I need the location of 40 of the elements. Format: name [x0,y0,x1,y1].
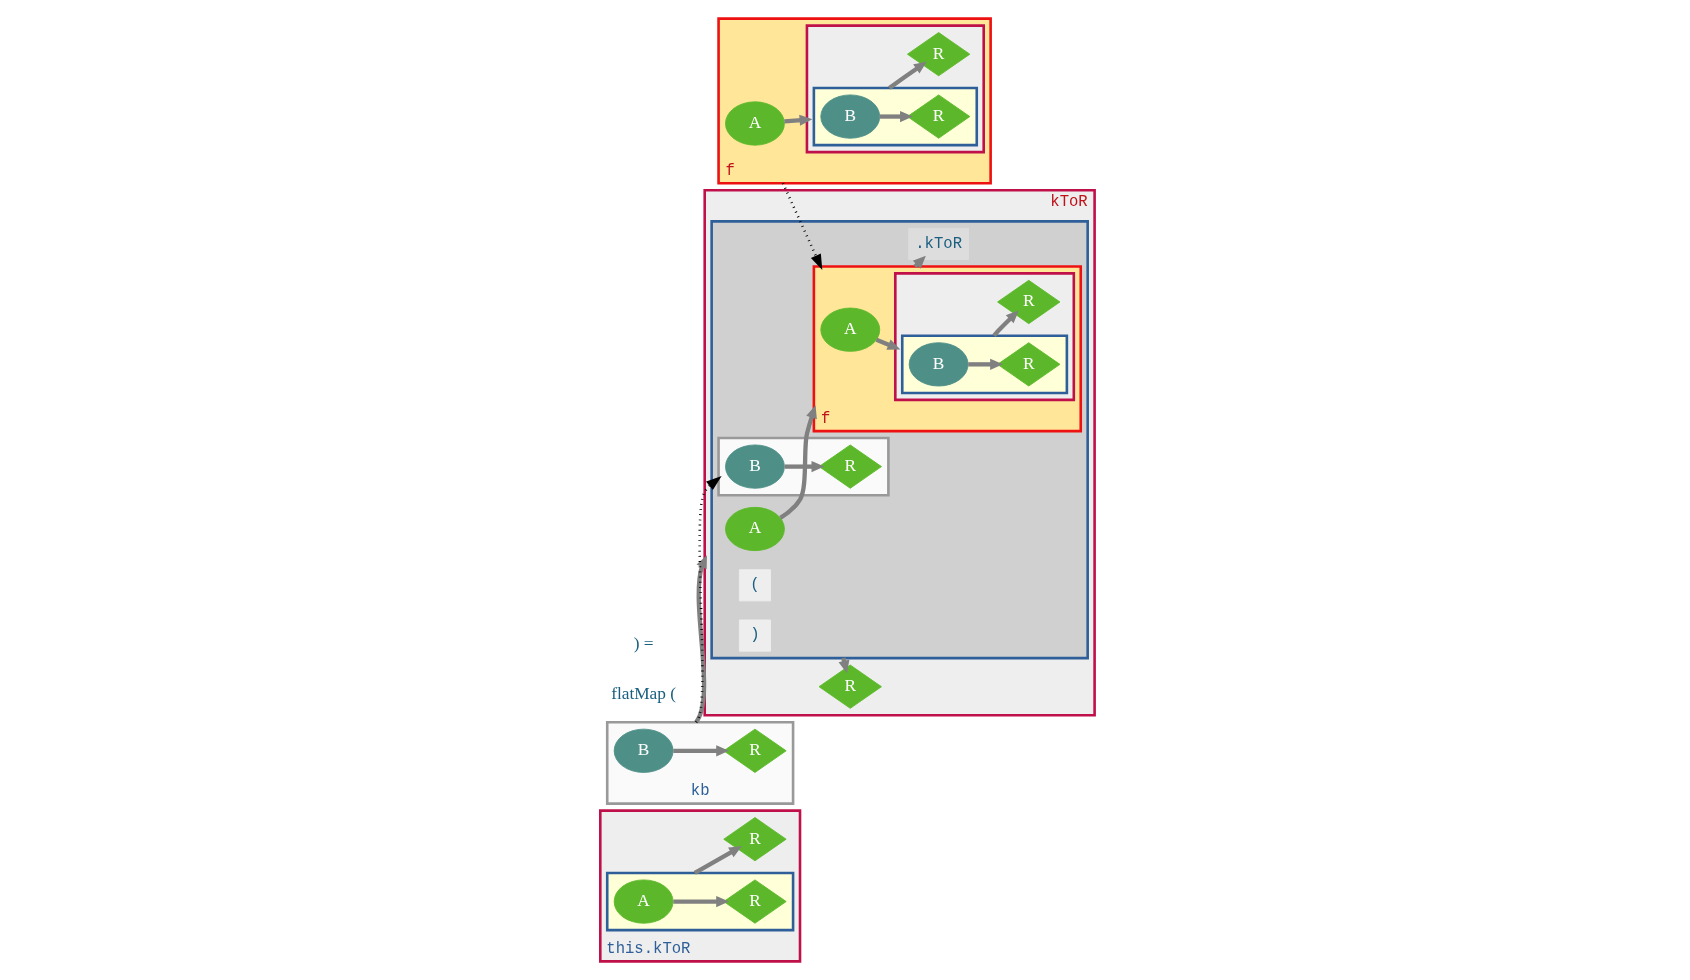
node-diamond: R [722,728,787,773]
cluster [805,24,985,154]
cluster [812,86,978,147]
node-diamond: R [996,342,1060,387]
node-ellipse: A [819,307,880,352]
node-box: ( [738,569,771,602]
arrow [672,745,729,757]
node-diamond: R [818,444,882,489]
arrow [967,358,1003,370]
arrow [693,846,742,875]
label: flatMap ( [610,683,676,703]
node-ellipse: B [819,94,880,139]
node-ellipse: B [908,342,969,387]
node-diamond: R [722,879,787,924]
node-ellipse: A [724,101,785,146]
arrow [784,461,824,473]
node-box: ) [738,619,771,652]
arrow [672,895,729,908]
node-ellipse: A [724,506,785,552]
node-ellipse: B [724,444,785,489]
cluster [605,871,794,932]
node-diamond: R [818,664,882,709]
arrow [991,310,1019,338]
node-ellipse: B [613,728,673,773]
node-diamond: R [906,94,970,139]
arrow [693,555,707,724]
arrow [781,182,822,271]
arrow [694,476,722,723]
arrow [879,110,913,123]
node-ellipse: A [613,879,673,924]
cluster [709,220,1089,660]
cluster [893,272,1075,402]
arrow [783,114,812,126]
node-diamond: R [722,817,787,862]
cluster [716,436,890,497]
arrow [887,61,927,90]
cluster [900,334,1068,395]
node-box: .kToR [907,227,969,260]
arrow [778,405,817,520]
label: ) = [633,633,654,653]
